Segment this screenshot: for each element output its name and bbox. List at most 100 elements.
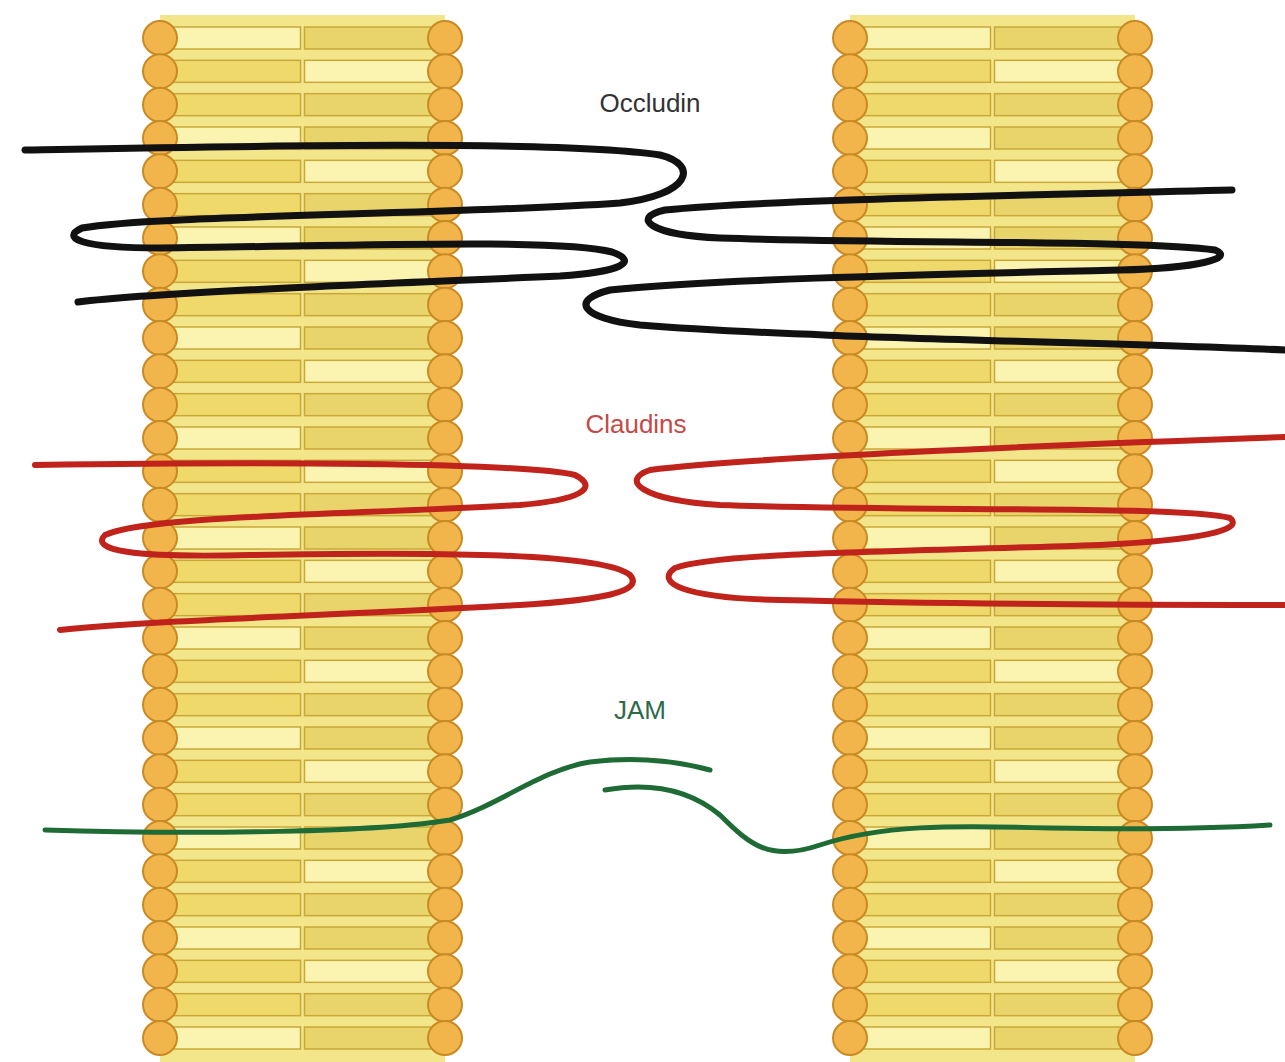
- lipid-head: [428, 554, 462, 588]
- lipid-head: [833, 154, 867, 188]
- lipid-head: [833, 988, 867, 1022]
- lipid-head: [833, 654, 867, 688]
- lipid-tail: [174, 860, 301, 882]
- lipid-tail: [995, 660, 1122, 682]
- lipid-tail: [995, 94, 1122, 116]
- lipid-tail: [995, 694, 1122, 716]
- occludin-strand: [25, 145, 683, 302]
- lipid-head: [143, 688, 177, 722]
- lipid-tail: [305, 27, 432, 49]
- lipid-tail: [305, 327, 432, 349]
- lipid-tail: [864, 894, 991, 916]
- lipid-head: [1118, 321, 1152, 355]
- lipid-head: [143, 321, 177, 355]
- lipid-head: [1118, 1021, 1152, 1055]
- lipid-head: [143, 88, 177, 122]
- lipid-head: [143, 988, 177, 1022]
- lipid-head: [833, 621, 867, 655]
- lipid-tail: [995, 894, 1122, 916]
- lipid-head: [428, 688, 462, 722]
- lipid-tail: [995, 27, 1122, 49]
- lipid-tail: [305, 160, 432, 182]
- lipid-head: [143, 888, 177, 922]
- lipid-tail: [864, 360, 991, 382]
- lipid-head: [833, 454, 867, 488]
- claudin-strands: [35, 437, 1285, 630]
- lipid-tail: [174, 160, 301, 182]
- lipid-head: [1118, 654, 1152, 688]
- lipid-tail: [174, 627, 301, 649]
- lipid-head: [428, 621, 462, 655]
- claudin-strand: [637, 437, 1285, 605]
- lipid-tail: [864, 27, 991, 49]
- lipid-head: [1118, 354, 1152, 388]
- lipid-head: [428, 954, 462, 988]
- lipid-tail: [864, 160, 991, 182]
- lipid-head: [833, 921, 867, 955]
- lipid-head: [143, 854, 177, 888]
- lipid-tail: [995, 927, 1122, 949]
- lipid-head: [833, 554, 867, 588]
- lipid-head: [1118, 788, 1152, 822]
- lipid-tail: [995, 160, 1122, 182]
- lipid-head: [143, 354, 177, 388]
- lipid-head: [428, 54, 462, 88]
- lipid-head: [428, 821, 462, 855]
- lipid-head: [833, 88, 867, 122]
- lipid-bilayers: [143, 15, 1152, 1062]
- lipid-tail: [305, 60, 432, 82]
- lipid-head: [143, 754, 177, 788]
- protein-label: Claudins: [585, 411, 686, 437]
- lipid-head: [1118, 888, 1152, 922]
- lipid-tail: [174, 560, 301, 582]
- lipid-head: [833, 788, 867, 822]
- lipid-tail: [305, 394, 432, 416]
- lipid-head: [143, 788, 177, 822]
- lipid-tail: [864, 694, 991, 716]
- lipid-tail: [864, 794, 991, 816]
- lipid-tail: [305, 927, 432, 949]
- lipid-head: [428, 321, 462, 355]
- lipid-tail: [305, 794, 432, 816]
- lipid-tail: [864, 94, 991, 116]
- lipid-tail: [864, 394, 991, 416]
- lipid-head: [833, 388, 867, 422]
- jam-strand: [605, 787, 1270, 852]
- lipid-head: [833, 954, 867, 988]
- lipid-head: [833, 888, 867, 922]
- lipid-head: [143, 488, 177, 522]
- lipid-head: [428, 21, 462, 55]
- lipid-tail: [995, 360, 1122, 382]
- lipid-tail: [864, 127, 991, 149]
- lipid-tail: [864, 560, 991, 582]
- lipid-tail: [305, 294, 432, 316]
- lipid-tail: [174, 94, 301, 116]
- occludin-strand: [586, 190, 1285, 350]
- lipid-tail: [305, 660, 432, 682]
- lipid-head: [143, 54, 177, 88]
- lipid-tail: [864, 660, 991, 682]
- lipid-tail: [305, 694, 432, 716]
- lipid-head: [1118, 688, 1152, 722]
- lipid-tail: [305, 1027, 432, 1049]
- lipid-head: [428, 454, 462, 488]
- lipid-tail: [174, 494, 301, 516]
- lipid-head: [143, 588, 177, 622]
- lipid-head: [428, 88, 462, 122]
- lipid-head: [428, 121, 462, 155]
- lipid-head: [428, 588, 462, 622]
- lipid-head: [833, 854, 867, 888]
- lipid-head: [428, 988, 462, 1022]
- lipid-head: [1118, 621, 1152, 655]
- lipid-tail: [305, 994, 432, 1016]
- lipid-head: [428, 188, 462, 222]
- lipid-head: [1118, 854, 1152, 888]
- lipid-tail: [174, 960, 301, 982]
- lipid-head: [833, 488, 867, 522]
- lipid-tail: [864, 1027, 991, 1049]
- lipid-tail: [174, 360, 301, 382]
- lipid-head: [1118, 421, 1152, 455]
- lipid-tail: [305, 560, 432, 582]
- lipid-head: [143, 1021, 177, 1055]
